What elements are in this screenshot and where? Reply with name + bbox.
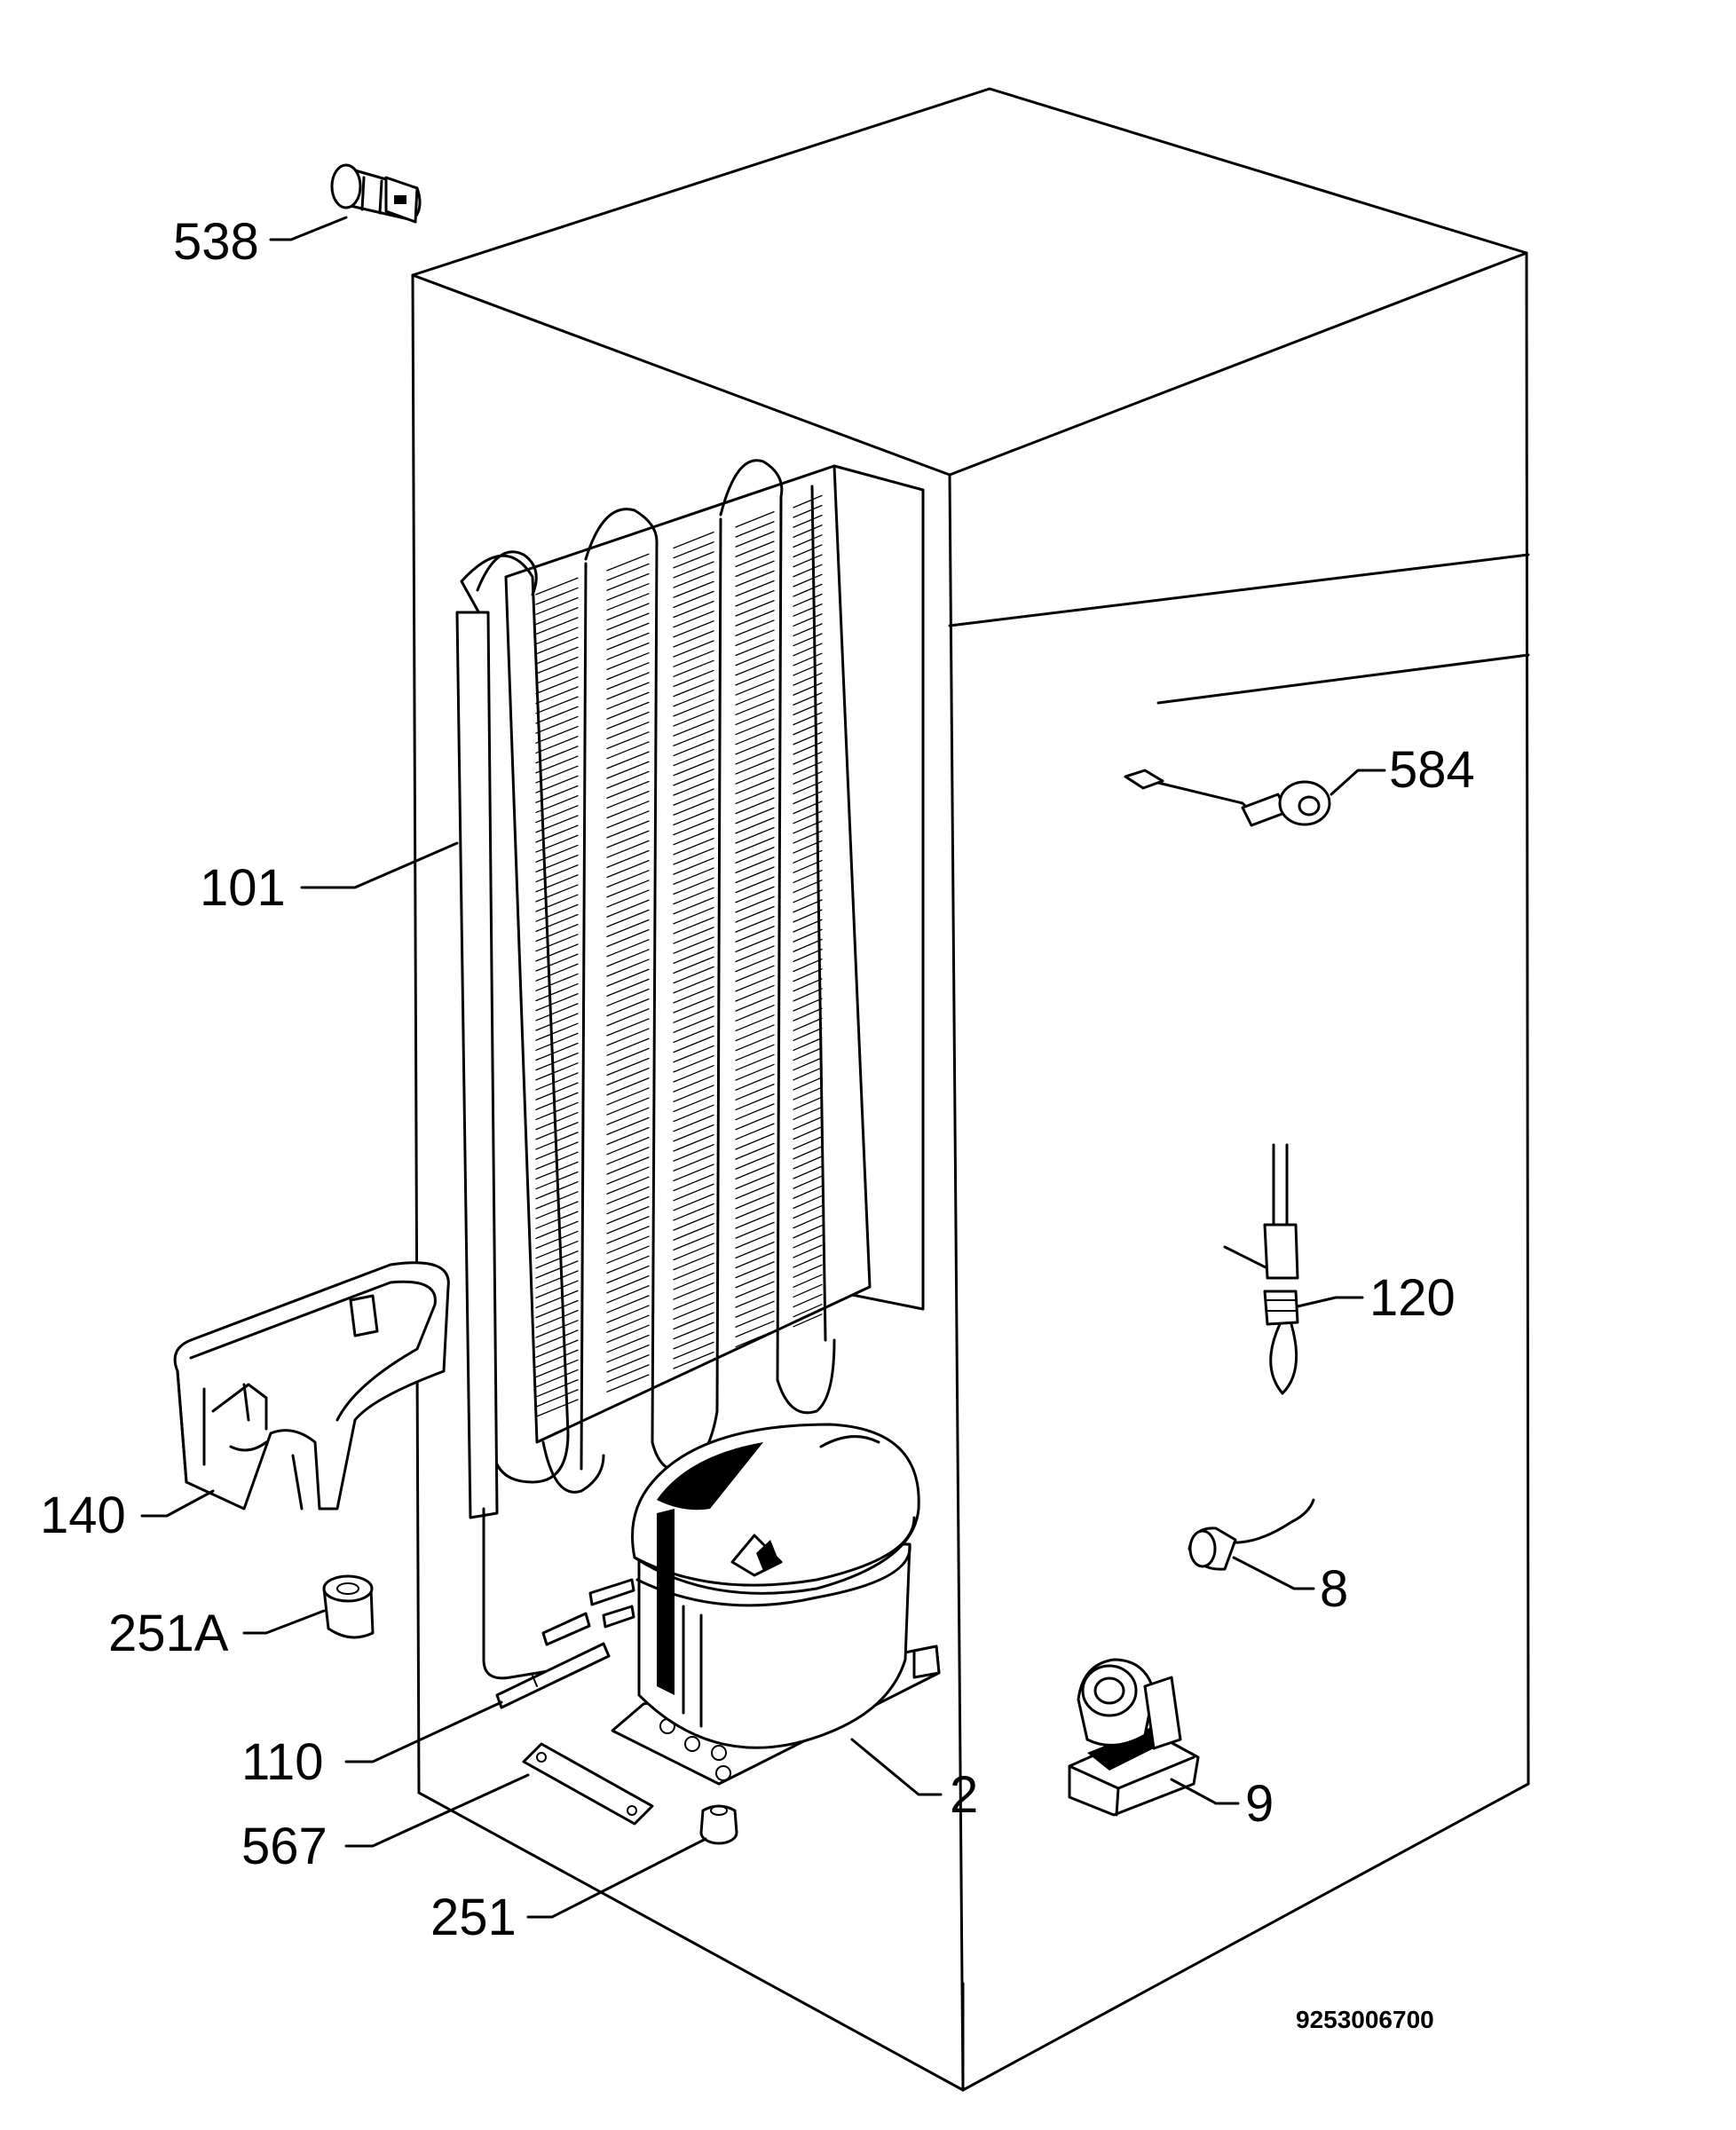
- leader-2: [850, 1738, 943, 1796]
- leader-9: [1170, 1778, 1240, 1805]
- part-140-drip-tray: [173, 1261, 450, 1511]
- label-567: 567: [241, 1818, 327, 1875]
- label-140: 140: [40, 1487, 126, 1544]
- part-584-sensor-lead: [1124, 769, 1331, 827]
- part-8-lamp-holder: [1188, 1498, 1315, 1571]
- leader-538: [269, 216, 348, 241]
- label-2: 2: [950, 1766, 978, 1824]
- leader-251: [526, 1837, 707, 1919]
- condenser-part: [455, 459, 925, 1680]
- leader-584: [1330, 769, 1386, 796]
- part-251a-sleeve: [322, 1574, 375, 1639]
- label-251: 251: [430, 1889, 517, 1946]
- label-8: 8: [1320, 1560, 1348, 1618]
- label-110: 110: [241, 1733, 323, 1791]
- leader-101: [300, 841, 459, 889]
- label-101: 101: [200, 859, 286, 917]
- label-251a: 251A: [108, 1605, 229, 1662]
- drawing-number: 9253006700: [1296, 2006, 1434, 2033]
- leader-8: [1232, 1556, 1315, 1590]
- part-251-grommet: [699, 1804, 738, 1845]
- leader-lines: [140, 216, 1386, 1919]
- label-538: 538: [173, 213, 259, 271]
- leader-140: [140, 1489, 215, 1518]
- part-538-hinge-cover: [330, 163, 422, 224]
- part-labels: 538 101 584 120 140 8 251A 110 2 9 567 2…: [40, 213, 1475, 2033]
- part-120-thermostat-probe: [1223, 1143, 1299, 1395]
- leader-110: [344, 1700, 503, 1763]
- leader-120: [1296, 1296, 1364, 1308]
- leader-567: [344, 1773, 530, 1848]
- label-9: 9: [1245, 1775, 1274, 1833]
- label-120: 120: [1369, 1269, 1456, 1327]
- leader-251a: [242, 1609, 326, 1635]
- part-567-bracket: [522, 1742, 654, 1826]
- part-110-tube: [495, 1612, 611, 1709]
- cabinet: [411, 87, 1530, 2092]
- label-584: 584: [1389, 741, 1475, 799]
- part-9-cable-clamp: [1068, 1658, 1200, 1817]
- part-2-compressor: [588, 1423, 941, 1786]
